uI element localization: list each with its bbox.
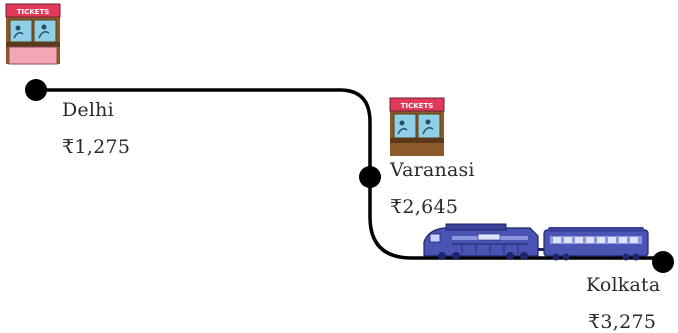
fare-kolkata: ₹3,275 — [588, 311, 657, 333]
station-name-varanasi: Varanasi — [390, 159, 475, 181]
railway-route-line — [34, 88, 664, 260]
locomotive — [423, 223, 539, 260]
passenger-coach — [543, 227, 649, 261]
station-marker-delhi — [25, 79, 47, 101]
station-marker-varanasi — [359, 166, 381, 188]
fare-varanasi: ₹2,645 — [390, 196, 459, 218]
ticket-booth-sign: TICKETS — [17, 8, 50, 16]
ticket-booth-varanasi-icon: TICKETS — [389, 97, 445, 156]
station-name-kolkata: Kolkata — [586, 274, 661, 296]
ticket-booth-sign: TICKETS — [401, 102, 434, 110]
train-icon — [423, 223, 649, 261]
station-marker-kolkata — [652, 251, 674, 273]
fare-delhi: ₹1,275 — [62, 136, 131, 158]
ticket-booth-delhi-icon: TICKETS — [5, 3, 61, 65]
station-name-delhi: Delhi — [62, 99, 114, 121]
